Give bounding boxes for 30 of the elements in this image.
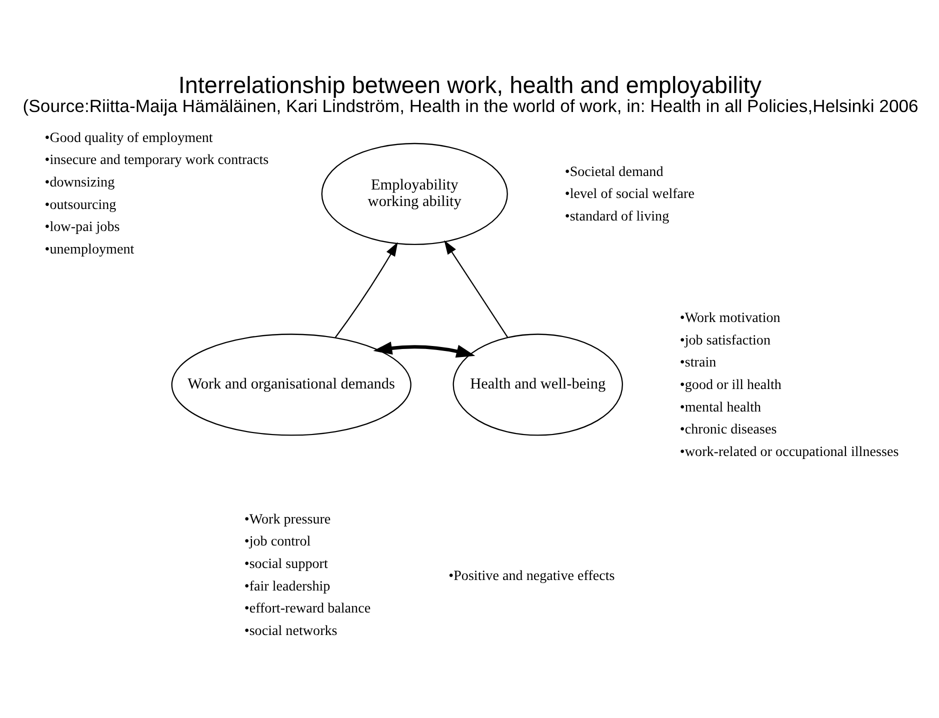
label: •outsourcing [44, 196, 116, 212]
label: •Good quality of employment [44, 129, 213, 146]
label: •social networks [244, 622, 338, 638]
label: •good or ill health [680, 376, 782, 392]
node-ellipse: Health and well-being [452, 333, 623, 436]
arrow [444, 240, 508, 338]
label: •Positive and negative effects [448, 567, 615, 584]
label: •Work pressure [244, 510, 331, 527]
diagram-title: Interrelationship between work, health and employability [178, 72, 762, 98]
label: •level of social welfare [564, 186, 695, 202]
node-ellipse: Employability working ability [321, 142, 508, 245]
label: •standard of living [564, 208, 670, 224]
label: •work-related or occupational illnesses [680, 443, 899, 460]
label: •effort-reward balance [244, 600, 371, 616]
label: •low-pai jobs [44, 218, 120, 235]
label: •Societal demand [564, 163, 664, 180]
arrow [373, 341, 476, 358]
arrow [334, 242, 398, 338]
label: •insecure and temporary work contracts [44, 152, 269, 168]
label: •job control [244, 533, 311, 550]
label: •fair leadership [244, 578, 330, 594]
label: •Work motivation [680, 310, 780, 326]
label: •strain [680, 354, 716, 370]
label: •social support [244, 556, 328, 572]
label: •mental health [680, 398, 762, 415]
label: •downsizing [44, 174, 115, 190]
label: •chronic diseases [680, 421, 777, 438]
label: •unemployment [44, 240, 134, 257]
node-ellipse: Work and organisational demands [171, 333, 412, 436]
label: •job satisfaction [680, 332, 770, 348]
